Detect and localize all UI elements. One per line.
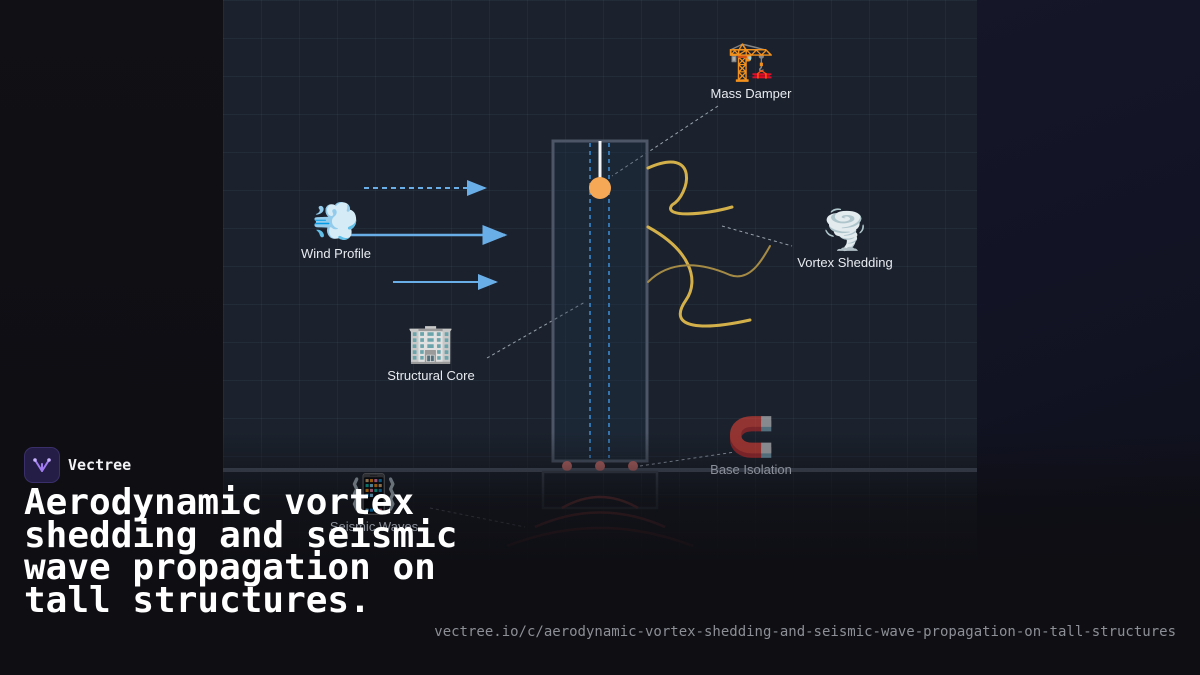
base-isolation-node: 🧲 Base Isolation xyxy=(671,416,831,477)
crane-icon: 🏗️ xyxy=(727,41,775,83)
isolator-right xyxy=(628,461,638,471)
vortex-shedding-label: Vortex Shedding xyxy=(797,255,893,270)
brand[interactable]: Vectree xyxy=(24,447,131,483)
seismic-arc-middle xyxy=(534,511,666,529)
isolator-left xyxy=(562,461,572,471)
vectree-logo-icon xyxy=(24,447,60,483)
mass-damper-label: Mass Damper xyxy=(710,86,792,101)
wind-profile-node: 💨 Wind Profile xyxy=(256,200,416,261)
mass-damper-node: 🏗️ Mass Damper xyxy=(671,40,831,101)
damper-mass xyxy=(589,177,611,199)
seismic-waves-node: 📳 Seismic Waves xyxy=(294,473,454,534)
structural-core-label: Structural Core xyxy=(387,368,475,383)
isolator-center xyxy=(595,461,605,471)
vortex-stream-faint xyxy=(647,245,771,283)
base-isolation-label: Base Isolation xyxy=(710,462,792,477)
wind-profile-label: Wind Profile xyxy=(300,246,372,261)
vortex-stream-upper xyxy=(646,160,734,216)
structural-core-node: 🏢 Structural Core xyxy=(351,322,511,383)
vortex-shedding-node: 🌪️ Vortex Shedding xyxy=(765,209,925,270)
seismic-waves-label: Seismic Waves xyxy=(329,519,419,534)
office-building-icon: 🏢 xyxy=(407,323,455,365)
magnet-icon: 🧲 xyxy=(727,417,775,459)
page-title: Aerodynamic vortex shedding and seismic … xyxy=(24,482,458,621)
wind-icon: 💨 xyxy=(312,201,360,243)
seismic-arc-outer xyxy=(506,526,694,548)
vibration-icon: 📳 xyxy=(350,474,398,516)
brand-name: Vectree xyxy=(68,456,132,474)
page-url[interactable]: vectree.io/c/aerodynamic-vortex-shedding… xyxy=(434,624,1176,640)
tornado-icon: 🌪️ xyxy=(821,210,869,252)
seismic-arc-inner xyxy=(561,495,639,510)
foundation xyxy=(541,470,659,510)
